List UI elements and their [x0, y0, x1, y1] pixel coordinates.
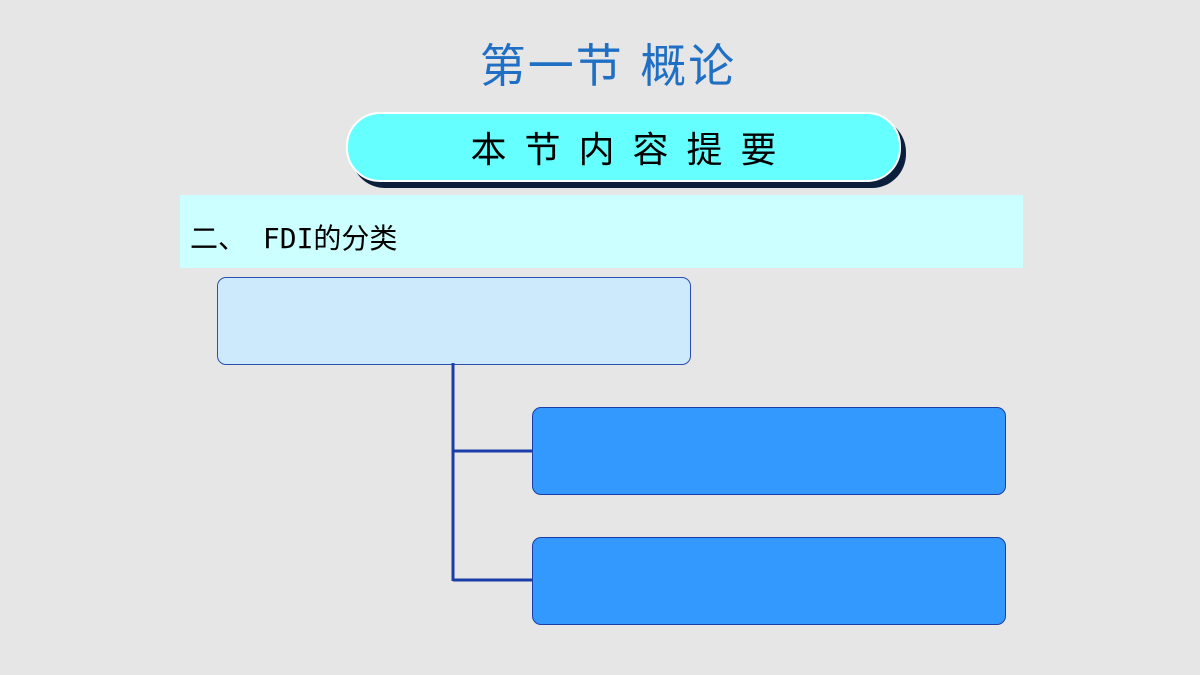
summary-pill: 本节内容提要 — [346, 112, 901, 182]
diagram-root-box — [217, 277, 691, 365]
slide-title: 第一节 概论 — [479, 39, 737, 93]
diagram-child-box-1 — [532, 407, 1006, 495]
section-heading-band: 二、 FDI的分类 — [180, 195, 1023, 268]
section-heading: 二、 FDI的分类 — [190, 222, 398, 255]
summary-label: 本节内容提要 — [470, 130, 795, 171]
diagram-child-box-2 — [532, 537, 1006, 625]
